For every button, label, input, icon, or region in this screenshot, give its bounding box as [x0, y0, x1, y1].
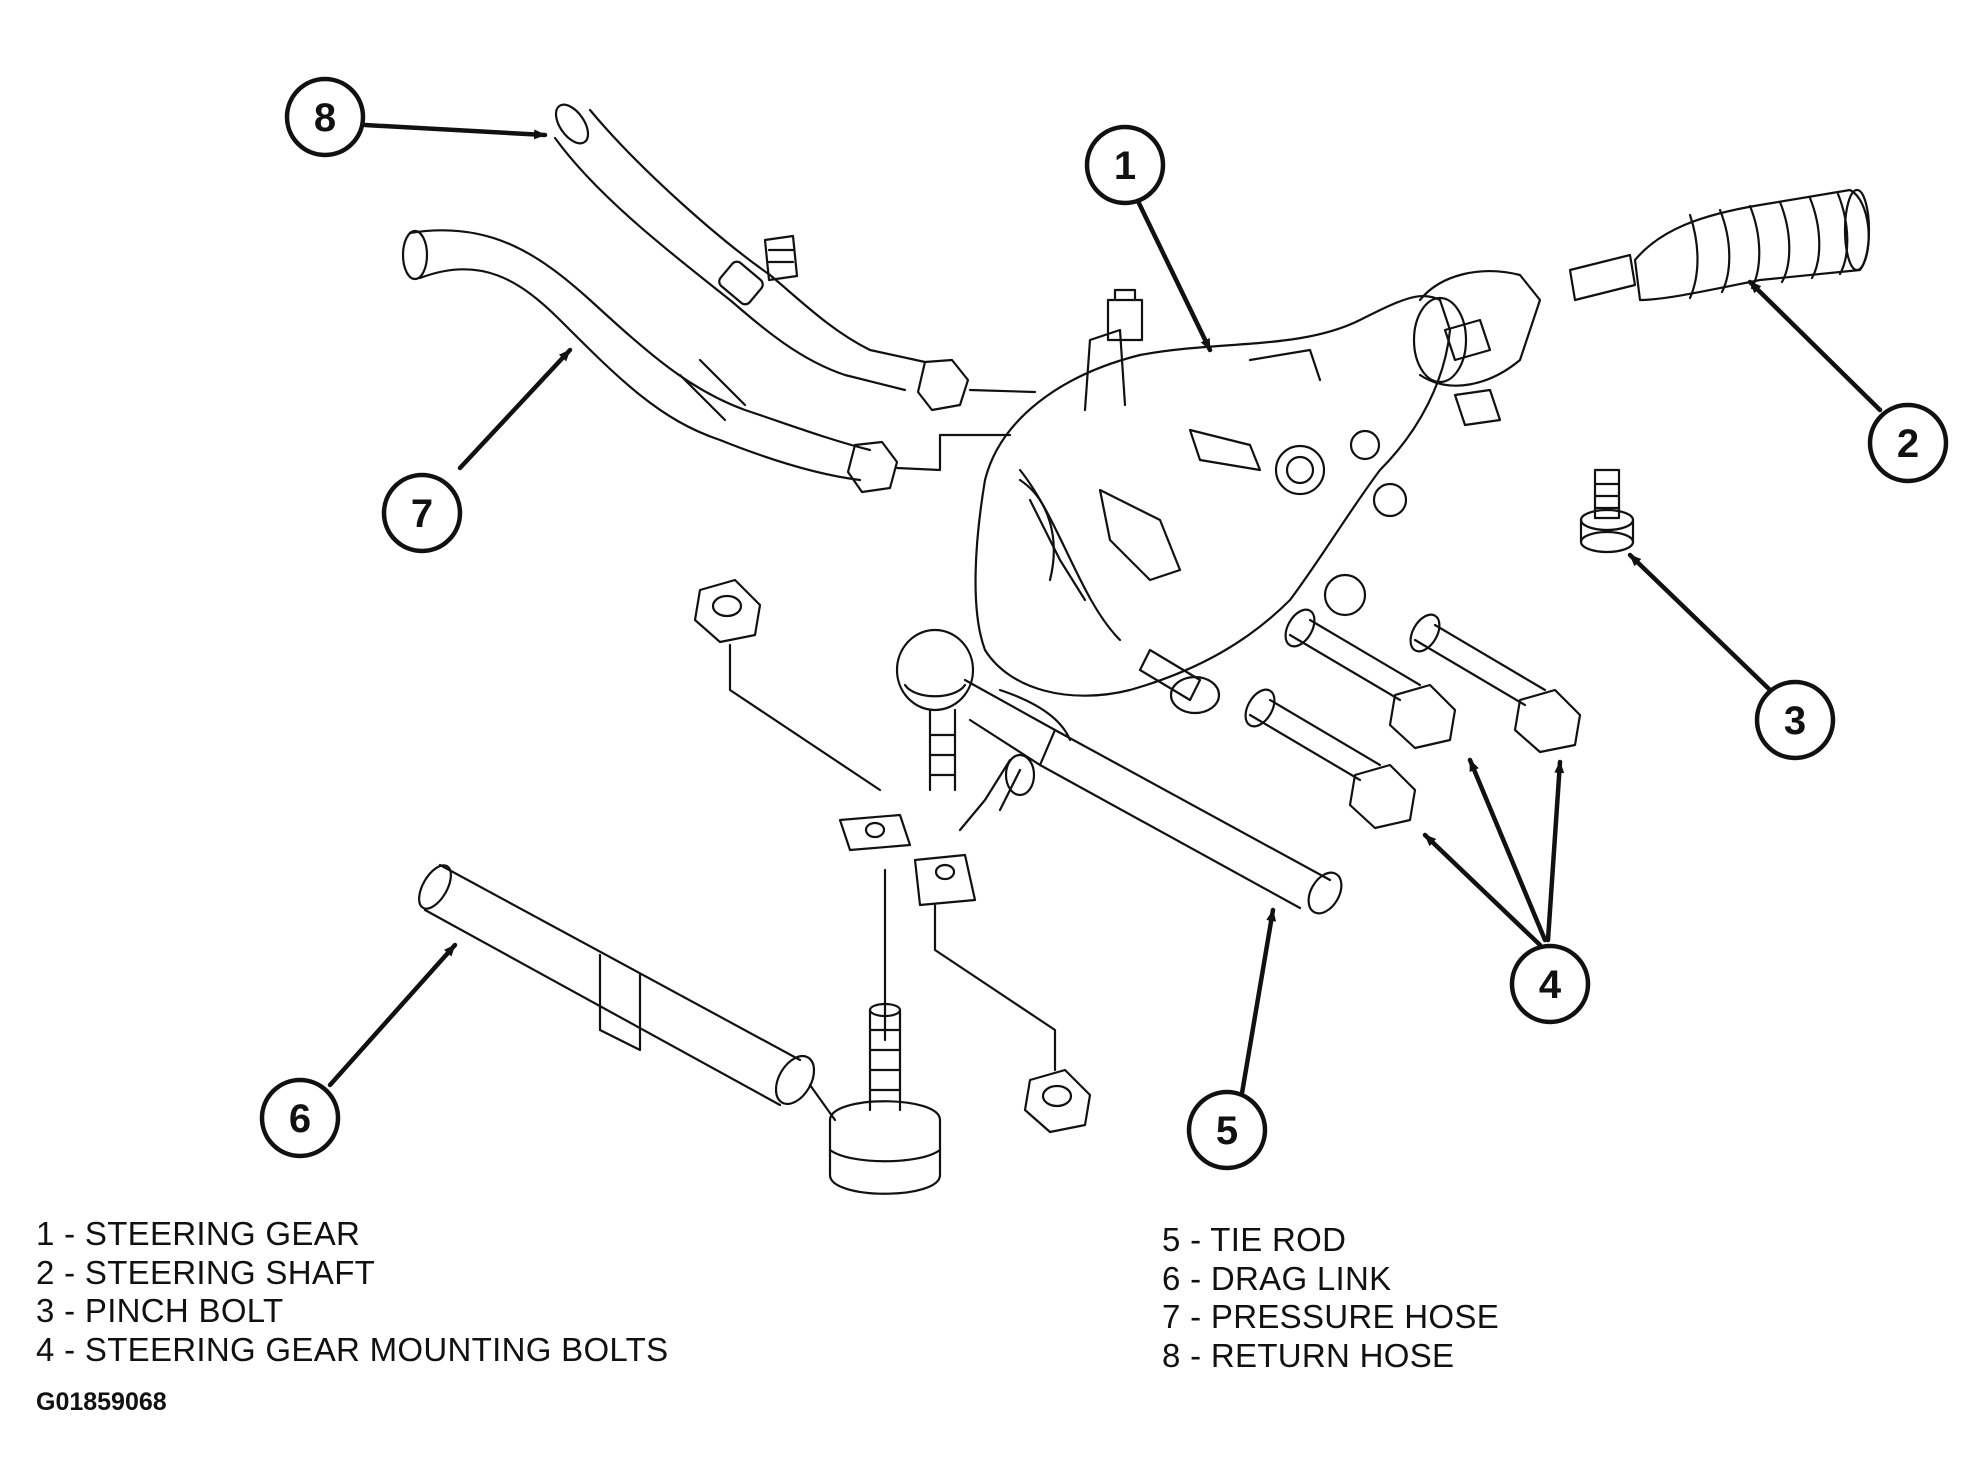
legend-item-tie-rod: 5 - TIE ROD	[1162, 1221, 1347, 1258]
callout-3-label: 3	[1784, 699, 1806, 743]
steering-shaft	[1412, 188, 1871, 427]
drag-link	[418, 863, 942, 1195]
callout-8-label: 8	[314, 96, 336, 140]
callout-5-label: 5	[1216, 1109, 1238, 1153]
arrow-4b	[1467, 757, 1548, 943]
callout-5-circle	[1186, 1089, 1268, 1171]
leader-line-nut-upper	[728, 643, 882, 792]
callout-7-label: 7	[411, 492, 433, 536]
arrow-4a	[1422, 832, 1543, 948]
callout-8-circle	[284, 76, 366, 158]
arrow-1	[1132, 192, 1213, 353]
legend-item-pinch-bolt: 3 - PINCH BOLT	[36, 1292, 284, 1329]
arrow-4c	[1545, 759, 1565, 943]
callout-1-label: 1	[1114, 144, 1136, 188]
figure-code: G01859068	[36, 1388, 167, 1416]
legend-item-steering-shaft: 2 - STEERING SHAFT	[36, 1253, 376, 1291]
callout-4-circle	[1509, 943, 1591, 1025]
arrow-7	[457, 347, 573, 471]
clamp-bracket	[838, 813, 977, 907]
callout-4-label: 4	[1539, 963, 1562, 1007]
callout-7-circle	[381, 472, 463, 554]
callout-3-circle	[1754, 679, 1836, 761]
leader-line-nut-lower	[933, 903, 1057, 1072]
mounting-bolts	[1244, 608, 1582, 830]
castle-nut-upper	[693, 578, 762, 644]
arrow-3	[1627, 552, 1773, 693]
callout-6-label: 6	[289, 1097, 311, 1141]
tie-rod	[895, 628, 1343, 915]
pinch-bolt	[1579, 468, 1635, 554]
pressure-hose	[401, 229, 1012, 494]
callout-1-circle	[1084, 124, 1166, 206]
legend-item-drag-link: 6 - DRAG LINK	[1162, 1259, 1392, 1297]
callout-6-circle	[259, 1077, 341, 1159]
legend-item-mounting-bolts: 4 - STEERING GEAR MOUNTING BOLTS	[36, 1330, 669, 1368]
callout-2-label: 2	[1897, 422, 1919, 466]
legend-left: 1 - STEERING GEAR 2 - STEERING SHAFT 3 -…	[36, 1215, 668, 1369]
steering-gear	[974, 288, 1452, 715]
legend-item-steering-gear: 1 - STEERING GEAR	[36, 1215, 361, 1252]
arrow-8	[362, 122, 548, 140]
arrow-2	[1747, 279, 1883, 413]
castle-nut-lower	[1023, 1068, 1092, 1134]
return-hose	[553, 103, 1037, 412]
legend-item-pressure-hose: 7 - PRESSURE HOSE	[1162, 1298, 1500, 1335]
legend-item-return-hose: 8 - RETURN HOSE	[1162, 1336, 1455, 1374]
arrow-6	[327, 942, 458, 1088]
arrow-5	[1237, 907, 1277, 1108]
callout-arrows	[327, 122, 1883, 1108]
legend-right: 5 - TIE ROD 6 - DRAG LINK 7 - PRESSURE H…	[1162, 1221, 1499, 1375]
callout-2-circle	[1867, 402, 1949, 484]
